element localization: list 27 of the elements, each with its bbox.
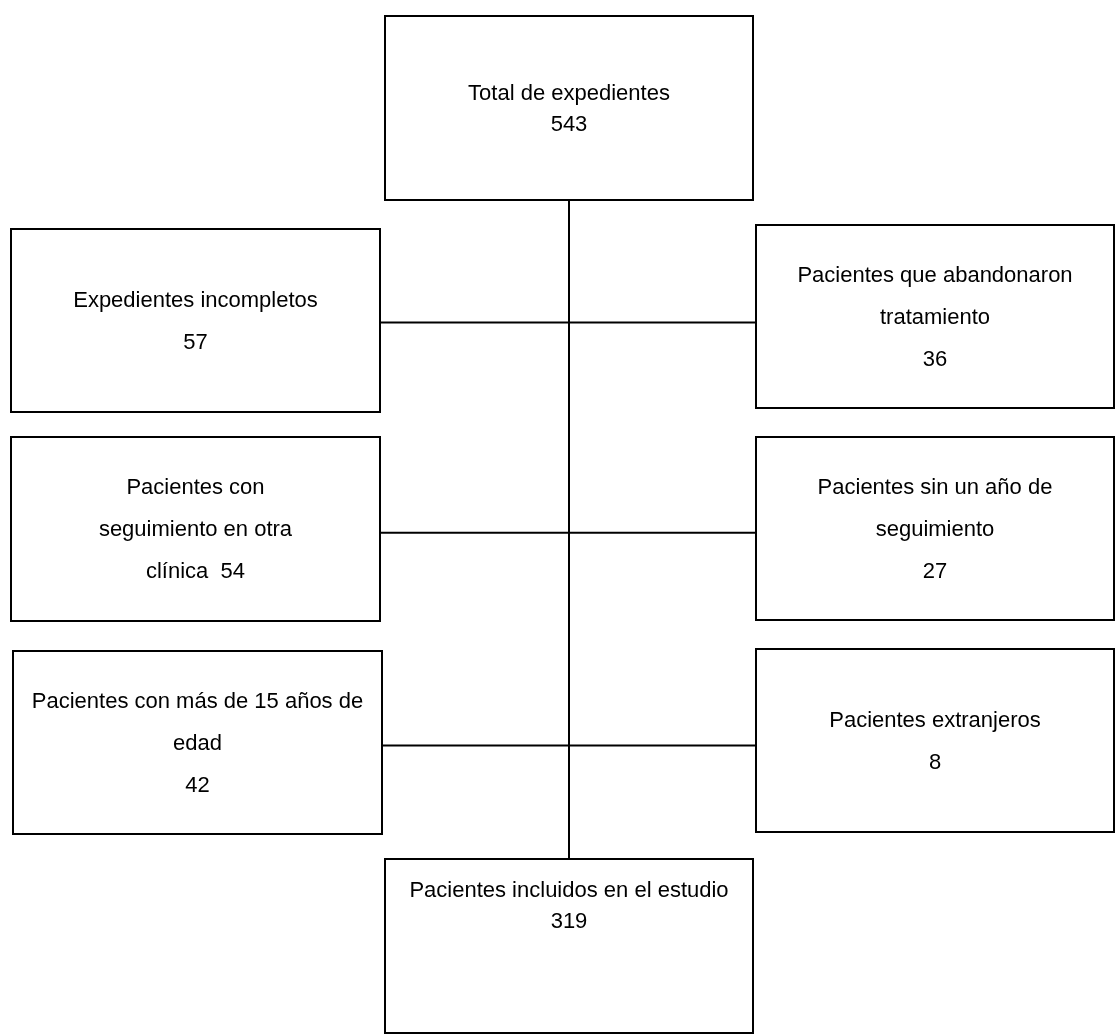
box-text: 319 xyxy=(550,907,588,935)
box-text: Pacientes con más de 15 años de edad xyxy=(30,686,365,757)
process-box xyxy=(12,650,383,835)
process-box xyxy=(384,15,754,201)
box-text: 42 xyxy=(185,770,210,799)
process-box xyxy=(755,436,1115,621)
box-text: 57 xyxy=(183,327,208,356)
connector-line xyxy=(568,200,570,859)
process-box xyxy=(10,436,381,622)
box-text: Expedientes incompletos xyxy=(73,285,318,314)
box-text: 36 xyxy=(922,344,948,373)
process-box xyxy=(755,224,1115,409)
box-text: Total de expedientes xyxy=(468,79,670,107)
box-text: Pacientes extranjeros xyxy=(829,705,1041,734)
process-box xyxy=(10,228,381,413)
box-text: 27 xyxy=(922,556,948,585)
process-box xyxy=(384,858,754,1034)
box-text: Pacientes incluidos en el estudio xyxy=(409,876,729,904)
box-text: Pacientes sin un año de seguimiento xyxy=(816,472,1054,543)
box-text: Pacientes con seguimiento en otra clínica 54 xyxy=(97,473,294,585)
box-text: 543 xyxy=(550,110,588,138)
box-text: Pacientes que abandonaron tratamiento xyxy=(796,260,1074,331)
connector-line xyxy=(380,321,756,324)
box-text: 8 xyxy=(928,747,942,776)
process-box xyxy=(755,648,1115,833)
connector-line xyxy=(382,744,756,747)
connector-line xyxy=(380,531,756,534)
